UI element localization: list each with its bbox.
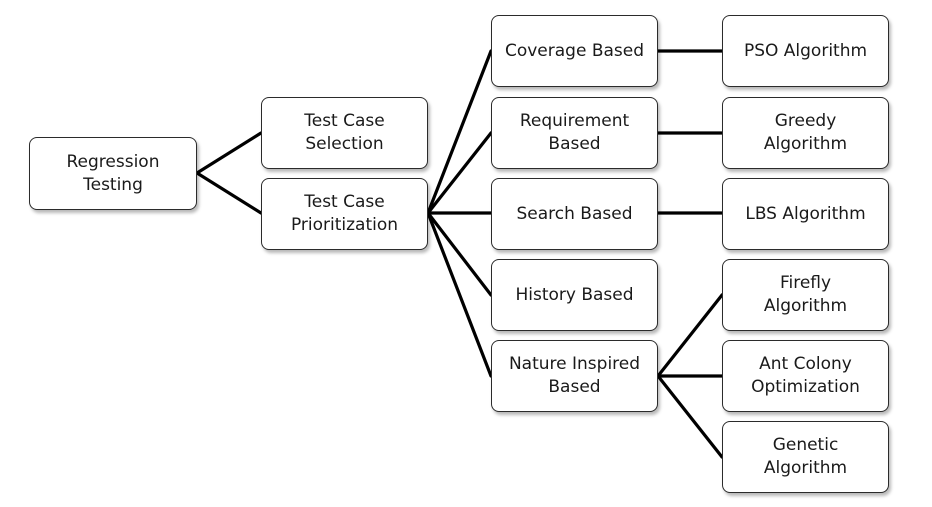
node-test-case-selection: Test Case Selection	[261, 97, 428, 169]
node-pso-algorithm: PSO Algorithm	[722, 15, 889, 87]
node-ant-colony-optimization: Ant Colony Optimization	[722, 340, 889, 412]
edge-prioritization-nature	[426, 211, 493, 378]
node-history-based: History Based	[491, 259, 658, 331]
node-requirement-based: Requirement Based	[491, 97, 658, 169]
edge-prioritization-requirement	[426, 131, 493, 215]
node-firefly-algorithm: Firefly Algorithm	[722, 259, 889, 331]
node-coverage-based: Coverage Based	[491, 15, 658, 87]
node-regression-testing: Regression Testing	[29, 137, 197, 210]
edge-prioritization-coverage	[426, 49, 493, 215]
edge-nature-genetic	[656, 374, 724, 459]
node-search-based: Search Based	[491, 178, 658, 250]
node-test-case-prioritization: Test Case Prioritization	[261, 178, 428, 250]
edge-nature-firefly	[656, 293, 724, 378]
edge-prioritization-history	[426, 211, 493, 297]
node-nature-inspired-based: Nature Inspired Based	[491, 340, 658, 412]
edge-regression-selection	[195, 131, 263, 175]
node-genetic-algorithm: Genetic Algorithm	[722, 421, 889, 493]
edge-regression-prioritization	[195, 171, 263, 215]
node-lbs-algorithm: LBS Algorithm	[722, 178, 889, 250]
node-greedy-algorithm: Greedy Algorithm	[722, 97, 889, 169]
